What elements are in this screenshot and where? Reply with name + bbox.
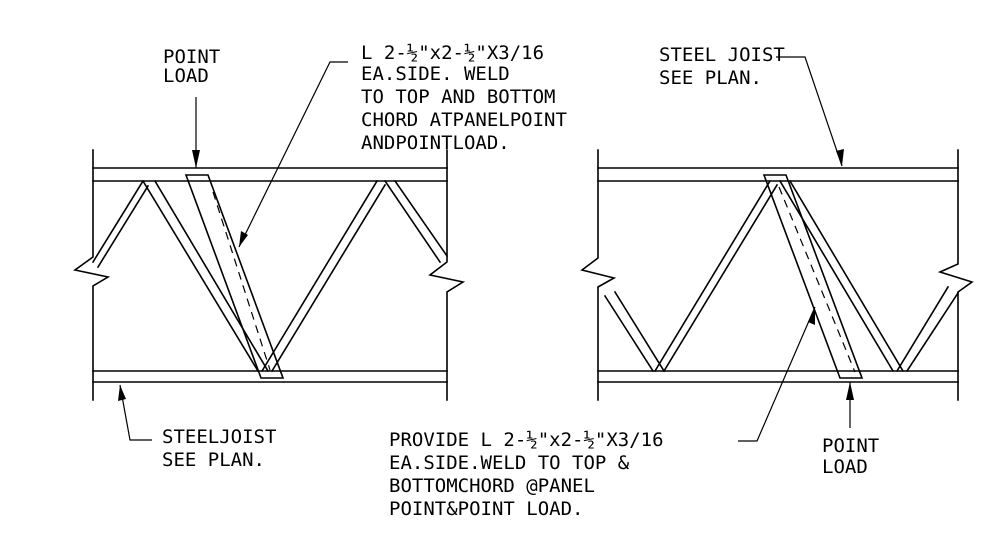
web-member [270, 183, 387, 373]
web-member [393, 179, 449, 258]
right-joist-note: STEEL JOIST SEE PLAN. [659, 44, 796, 89]
web-member [613, 290, 666, 373]
right-joist [580, 56, 974, 442]
angle-hidden-line [778, 186, 856, 373]
arrowhead [118, 385, 126, 401]
left-joist-note: STEELJOIST SEE PLAN. [162, 426, 288, 471]
right-point-load-label: POINT LOAD [822, 435, 891, 478]
web-member [895, 285, 950, 373]
right-break-line [428, 149, 466, 401]
web-member [383, 179, 442, 264]
arrowhead [239, 231, 248, 247]
web-member [778, 179, 895, 373]
angle-hidden-line [212, 191, 271, 371]
web-member [905, 291, 960, 373]
right-angle-note: PROVIDE L 2-½"x2-½"X3/16 EA.SIDE.WELD TO… [389, 429, 675, 520]
web-member [788, 179, 905, 373]
web-member [662, 183, 779, 373]
joist-leader [119, 384, 152, 441]
angle-leader [238, 61, 348, 248]
web-member [603, 294, 655, 373]
arrowhead [846, 382, 854, 400]
left-point-load-label: POINT LOAD [163, 46, 232, 87]
arrowhead [192, 150, 200, 168]
right-break-line [937, 149, 974, 401]
web-member [91, 179, 145, 264]
reinforcing-angle [184, 174, 285, 379]
web-member [653, 179, 772, 373]
arrowhead [808, 307, 815, 325]
web-member [96, 184, 150, 269]
arrowhead [836, 149, 844, 166]
left-break-line [73, 149, 111, 401]
left-break-line [580, 149, 617, 401]
web-member [141, 179, 260, 373]
joist-leader [776, 56, 843, 167]
web-member [260, 179, 379, 373]
left-joist [73, 61, 466, 441]
web-member [153, 179, 270, 373]
left-angle-note: L 2-½"x2-½"X3/16 EA.SIDE. WELD TO TOP AN… [361, 42, 578, 154]
angle-leader [738, 306, 816, 442]
